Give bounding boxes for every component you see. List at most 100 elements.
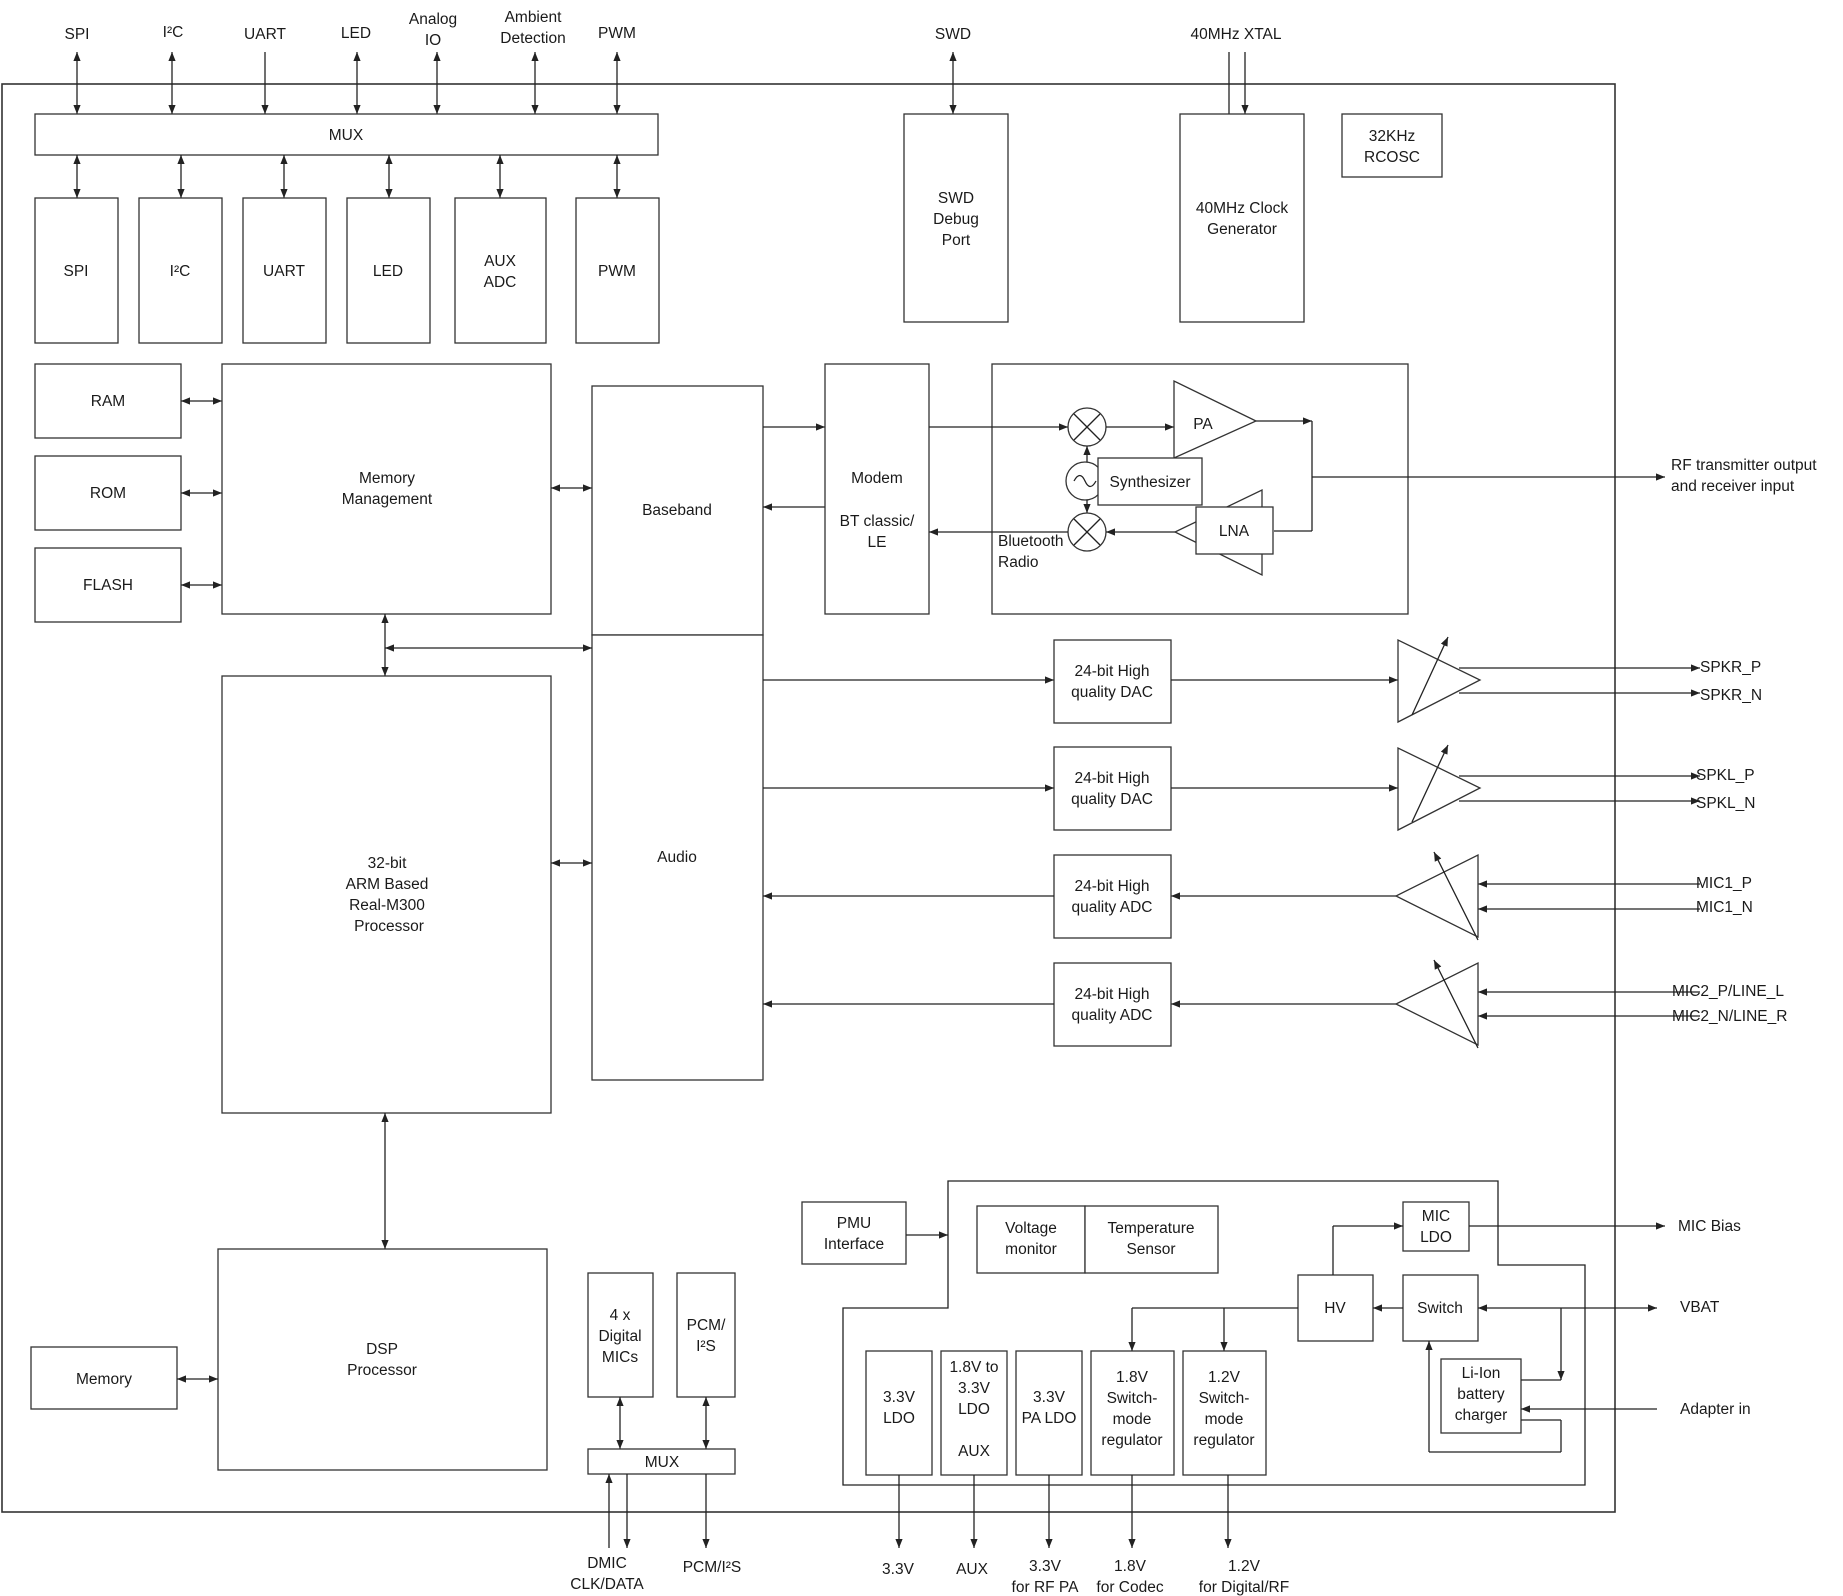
ext-led-label: LED (341, 25, 371, 42)
dac2-label-2: quality DAC (1071, 791, 1153, 808)
charger-label-1: Li-Ion (1462, 1365, 1501, 1382)
ext-spi-label: SPI (65, 26, 90, 43)
spi-block-label: SPI (64, 263, 89, 280)
ram-block (34, 363, 182, 439)
adc-chain-1: 24-bit High quality ADC (763, 851, 1700, 941)
aux-adc-label-2: ADC (484, 274, 517, 291)
reg12-label-3: mode (1205, 1411, 1244, 1428)
dmics-label-2: Digital (598, 1328, 641, 1345)
ext-pcm-label: PCM/I²S (683, 1559, 742, 1576)
reg18-label-2: Switch- (1107, 1390, 1158, 1407)
dac1-label-2: quality DAC (1071, 684, 1153, 701)
mic1-amplifier (1394, 853, 1479, 939)
modem-label-1: Modem (851, 470, 903, 487)
flash-label: FLASH (83, 577, 133, 594)
lna-block (1195, 506, 1274, 555)
charger-label-2: battery (1457, 1386, 1505, 1403)
dac1-label-1: 24-bit High (1075, 663, 1150, 680)
spkl-amplifier (1397, 746, 1482, 832)
spkl-p-label: SPKL_P (1696, 767, 1755, 784)
mem-mgmt-label-1: Memory (359, 470, 415, 487)
dac-chain-2: 24-bit High quality DAC (763, 744, 1700, 832)
pcm-label-2: I²S (696, 1338, 716, 1355)
voltage-monitor (976, 1205, 1086, 1274)
memory-links (181, 397, 222, 589)
ext-dmic-label-1: DMIC (587, 1555, 627, 1572)
top-external-signals: SPI I²C UART LED Analog IO Ambient Detec… (65, 9, 1282, 114)
ext-codec-label-1: 1.8V (1114, 1558, 1147, 1575)
led-block-label: LED (373, 263, 403, 280)
ext-3v3-label: 3.3V (882, 1561, 915, 1578)
clock-gen-label-1: 40MHz Clock (1196, 200, 1288, 217)
ext-codec-label-2: for Codec (1096, 1579, 1163, 1596)
mem-mgmt-label-2: Management (342, 491, 433, 508)
reg18-label-3: mode (1113, 1411, 1152, 1428)
ext-digrf-label-2: for Digital/RF (1199, 1579, 1289, 1596)
synthesizer-block (1097, 457, 1203, 506)
swd-port-label-2: Debug (933, 211, 979, 228)
mic1-p-label: MIC1_P (1696, 875, 1752, 892)
chip-boundary (1, 83, 1616, 1513)
adc2-block (1053, 962, 1172, 1047)
dsp-label-2: Processor (347, 1362, 417, 1379)
pmu-region (842, 1180, 1586, 1486)
reg18-label-1: 1.8V (1116, 1369, 1149, 1386)
dsp-processor (217, 1248, 548, 1471)
i2c-block-label: I²C (170, 263, 191, 280)
switch-block (1402, 1274, 1479, 1342)
switch-label: Switch (1417, 1300, 1463, 1317)
clock-generator (1179, 113, 1305, 323)
ext-rfpa-label-2: for RF PA (1012, 1579, 1080, 1596)
hv-label: HV (1324, 1300, 1346, 1317)
dsp-memory-label: Memory (76, 1371, 132, 1388)
bottom-mux-label: MUX (645, 1454, 680, 1471)
pcm-i2s-block (676, 1272, 736, 1398)
uart-block-label: UART (263, 263, 305, 280)
ldo18-label-3: LDO (958, 1401, 990, 1418)
dmics-label-1: 4 x (610, 1307, 631, 1324)
ext-aux-label: AUX (956, 1561, 989, 1578)
swd-port-label-3: Port (942, 232, 971, 249)
i2c-block (138, 197, 223, 344)
dac2-label-1: 24-bit High (1075, 770, 1150, 787)
ext-xtal-label: 40MHz XTAL (1190, 26, 1281, 43)
swd-debug-port (903, 113, 1009, 323)
reg18-label-4: regulator (1101, 1432, 1162, 1449)
modem-block (824, 363, 930, 615)
mic2-p-label: MIC2_P/LINE_L (1672, 983, 1784, 1000)
ram-label: RAM (91, 393, 125, 410)
mic-bias-label: MIC Bias (1678, 1218, 1741, 1235)
ldo33-label-1: 3.3V (883, 1389, 916, 1406)
dac2-block (1053, 746, 1172, 831)
memory-management (221, 363, 552, 615)
mic-ldo-label-2: LDO (1420, 1229, 1452, 1246)
rf-output-label-1: RF transmitter output (1671, 457, 1817, 474)
pwm-block (575, 197, 660, 344)
rf-output-label-2: and receiver input (1671, 478, 1795, 495)
clock-gen-label-2: Generator (1207, 221, 1277, 238)
reg12-label-1: 1.2V (1208, 1369, 1241, 1386)
dmics-label-3: MICs (602, 1349, 638, 1366)
cpu-label-1: 32-bit (368, 855, 407, 872)
synthesizer-label: Synthesizer (1110, 474, 1191, 491)
digital-mics-block (587, 1272, 654, 1398)
pa-ldo-label-2: PA LDO (1022, 1410, 1077, 1427)
pmu-if-label-1: PMU (837, 1215, 871, 1232)
ext-dmic-label-2: CLK/DATA (570, 1576, 644, 1593)
dac1-block (1053, 639, 1172, 724)
tx-mixer (1067, 407, 1107, 447)
pa-amplifier (1173, 379, 1258, 460)
adc2-label-1: 24-bit High (1075, 986, 1150, 1003)
ext-rfpa-label-1: 3.3V (1029, 1558, 1062, 1575)
uart-block (242, 197, 327, 344)
modem-label-4: LE (868, 534, 887, 551)
mic1-n-label: MIC1_N (1696, 899, 1753, 916)
adc1-label-1: 24-bit High (1075, 878, 1150, 895)
spkl-n-label: SPKL_N (1696, 795, 1755, 812)
rcosc-label-2: RCOSC (1364, 149, 1420, 166)
radio-label-2: Radio (998, 554, 1039, 571)
adc1-label-2: quality ADC (1072, 899, 1153, 916)
power-output-links (895, 1475, 1232, 1548)
rom-label: ROM (90, 485, 126, 502)
